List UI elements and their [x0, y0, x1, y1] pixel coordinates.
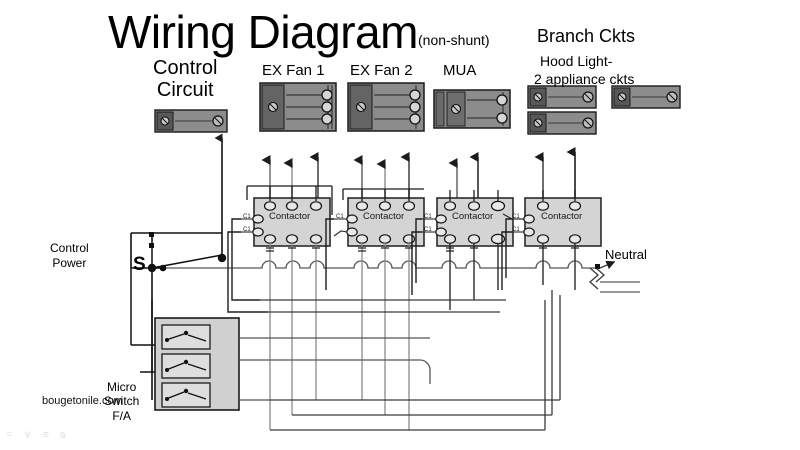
label-ex-fan-2: EX Fan 2 — [350, 62, 413, 79]
label-hood-light: Hood Light- — [540, 53, 613, 69]
svg-text:C1: C1 — [243, 227, 251, 233]
ex-fan-2-breaker — [347, 82, 425, 132]
page-title: Wiring Diagram — [108, 6, 418, 58]
contactor-2: Contactor C1 — [333, 197, 425, 247]
svg-text:C1: C1 — [512, 227, 520, 233]
label-ex-fan-1: EX Fan 1 — [262, 62, 325, 79]
svg-text:C1: C1 — [243, 214, 251, 220]
appliance-breaker-1 — [611, 85, 681, 109]
label-control-power: Control Power — [50, 241, 89, 270]
svg-text:Contactor: Contactor — [269, 211, 310, 222]
micro-switch-box — [154, 317, 240, 411]
label-neutral: Neutral — [605, 247, 647, 262]
contactor1-top-bus — [246, 185, 333, 215]
hood-light-breaker — [527, 85, 597, 109]
ex-fan-1-breaker — [259, 82, 337, 132]
label-branch-ckts: Branch Ckts — [537, 26, 636, 46]
micro-switch-outputs — [239, 337, 431, 401]
contactor2-top-bus — [342, 188, 424, 201]
page-subtitle: (non-shunt) — [418, 32, 490, 48]
contactor-3: Contactor C1 C1 — [422, 197, 514, 247]
neutral-junction-dot — [595, 264, 600, 269]
bottom-artifacts: = ∨ ≡ ҩ — [6, 429, 70, 441]
label-appliance-ckts: 2 appliance ckts — [534, 71, 635, 87]
label-switch-s: S — [133, 254, 146, 275]
svg-text:C1: C1 — [336, 214, 344, 220]
svg-text:C1: C1 — [424, 214, 432, 220]
label-micro-switch: Micro Switch F/A — [104, 380, 140, 423]
neutral-arrow — [599, 260, 616, 270]
svg-text:C1: C1 — [512, 214, 520, 220]
contactor3-top-bus — [449, 190, 499, 201]
watermark-text: bougetonile.com — [42, 395, 123, 407]
appliance-breaker-2 — [527, 111, 597, 135]
contactor4-top-bus — [542, 190, 576, 201]
right-neutral-hops — [589, 267, 605, 290]
contactor-bottom-drops-dark — [449, 243, 576, 310]
neutral-bus — [163, 260, 600, 269]
control-circuit-breaker — [154, 109, 228, 133]
lower-right-wires — [600, 281, 640, 293]
contactor-4: Contactor C1 C1 — [502, 197, 602, 247]
svg-text:Contactor: Contactor — [363, 211, 404, 222]
svg-text:Contactor: Contactor — [452, 211, 493, 222]
lower-bus-lines — [228, 290, 561, 431]
switch-S-symbol — [147, 232, 227, 273]
svg-text:C1: C1 — [424, 227, 432, 233]
left-rail — [130, 268, 157, 373]
mua-breaker — [433, 89, 511, 129]
svg-text:Contactor: Contactor — [541, 211, 582, 222]
contactor-bottom-drops — [269, 243, 410, 430]
label-control-circuit: Control Circuit — [153, 57, 218, 101]
label-mua: MUA — [443, 62, 477, 79]
terminal-ticks — [266, 247, 579, 252]
contactor-1: Contactor C1 C1 — [241, 197, 331, 247]
